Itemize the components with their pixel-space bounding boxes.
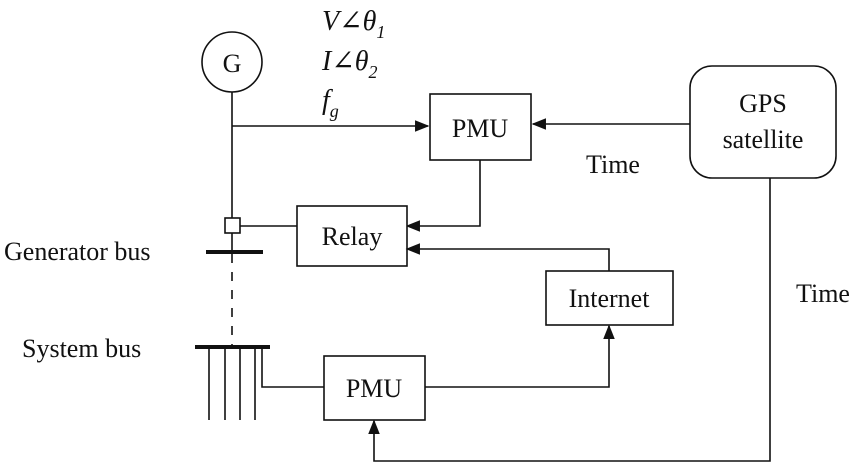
pmu-to-relay-arrow: [405, 160, 481, 232]
pmu-bottom-block: [323, 355, 426, 421]
gps-label-line2: satellite: [723, 125, 804, 154]
time-label-top: Time: [586, 150, 640, 179]
gps-satellite-block: [689, 65, 837, 179]
relay-block: [296, 205, 408, 267]
internet-to-relay-arrow: [405, 243, 610, 271]
internet-label: Internet: [569, 284, 651, 313]
generator-label: G: [223, 49, 242, 78]
system-bus-label: System bus: [22, 334, 141, 363]
gps-label-line1: GPS: [739, 89, 787, 118]
pmu-top-block: [429, 93, 532, 161]
time-label-right: Time: [796, 279, 850, 308]
frequency-label: fg: [322, 85, 339, 121]
gps-to-bottom-pmu-arrow: [368, 178, 771, 462]
internet-block: [545, 270, 674, 326]
current-label: I∠θ2: [321, 46, 378, 82]
pmu-bottom-label: PMU: [346, 374, 403, 403]
relay-label: Relay: [322, 222, 383, 251]
pmu-to-internet-arrow: [425, 324, 615, 388]
system-bus-to-pmu-line: [261, 347, 324, 388]
voltage-label: V∠θ1: [322, 6, 385, 42]
breaker-square: [224, 217, 241, 234]
pmu-top-label: PMU: [452, 114, 509, 143]
generator-bus-label: Generator bus: [4, 237, 151, 266]
